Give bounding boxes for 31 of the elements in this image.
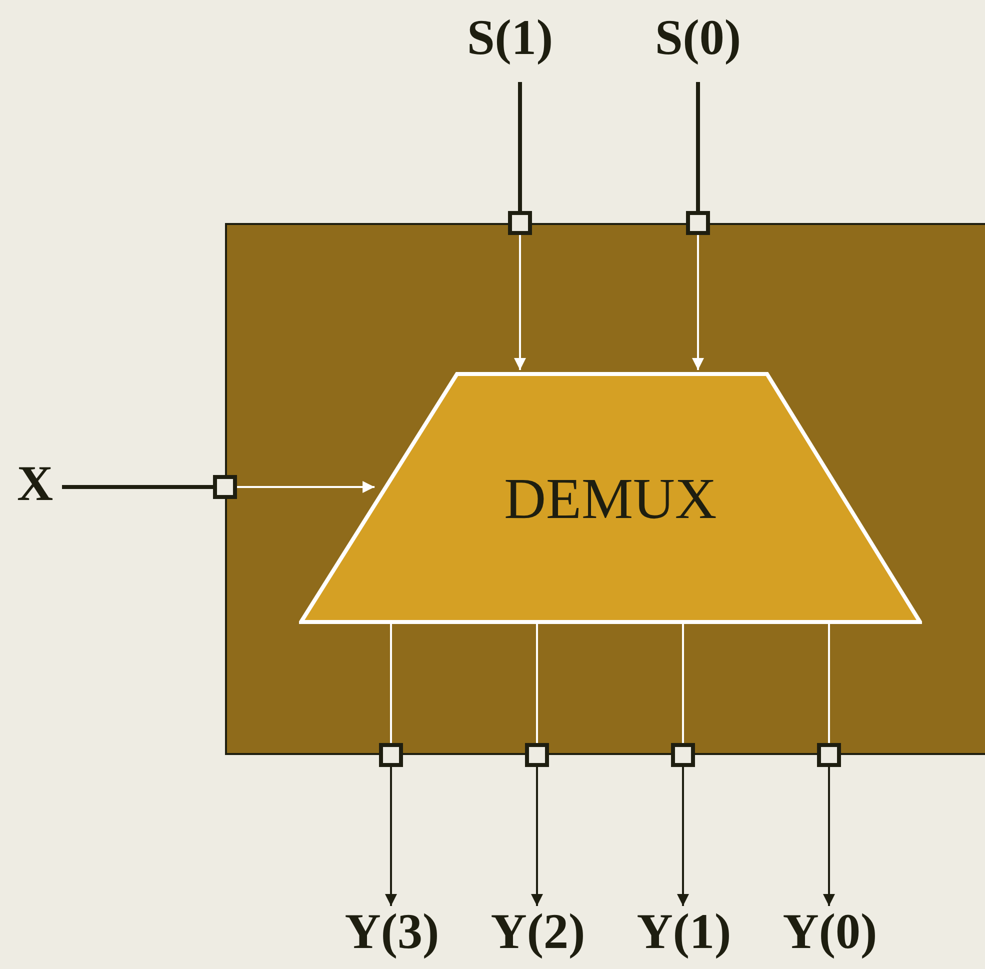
demux-trapezoid	[299, 372, 922, 624]
port-square	[213, 475, 237, 499]
signal-label: S(0)	[654, 12, 742, 62]
arrow	[385, 767, 397, 906]
signal-label: Y(2)	[490, 906, 586, 956]
signal-line	[682, 622, 684, 743]
arrow	[237, 481, 375, 493]
port-square	[508, 211, 532, 235]
arrow	[514, 235, 526, 370]
port-square	[686, 211, 710, 235]
block-label: DEMUX	[503, 470, 718, 528]
port-square	[379, 743, 403, 767]
signal-label: Y(1)	[636, 906, 732, 956]
signal-label: Y(0)	[782, 906, 878, 956]
port-square	[817, 743, 841, 767]
arrow	[531, 767, 543, 906]
signal-line	[536, 622, 538, 743]
signal-label: S(1)	[466, 12, 554, 62]
signal-line	[696, 82, 700, 211]
signal-label: X	[16, 458, 54, 508]
arrow	[692, 235, 704, 370]
signal-line	[828, 622, 830, 743]
signal-line	[390, 622, 392, 743]
arrow	[677, 767, 689, 906]
port-square	[671, 743, 695, 767]
arrow	[823, 767, 835, 906]
signal-line	[518, 82, 522, 211]
port-square	[525, 743, 549, 767]
signal-label: Y(3)	[344, 906, 440, 956]
signal-line	[62, 485, 213, 489]
module-box	[225, 223, 985, 755]
